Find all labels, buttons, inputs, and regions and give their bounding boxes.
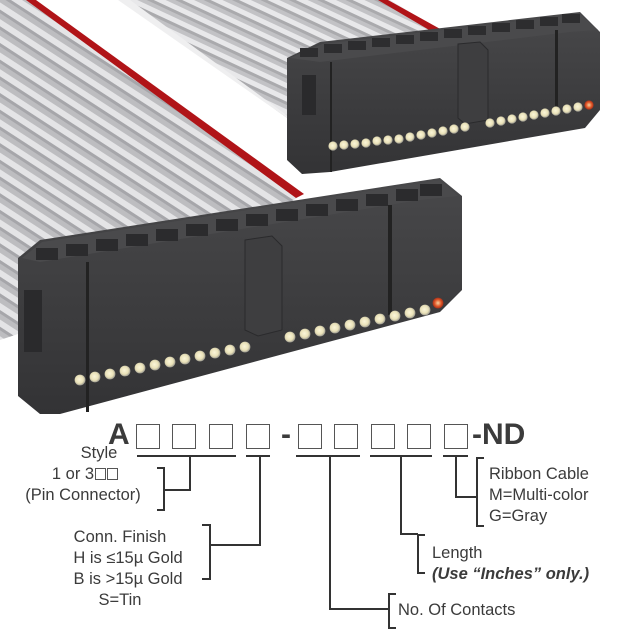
front-contacts bbox=[74, 297, 444, 386]
bracket-finish-bottom bbox=[202, 578, 210, 580]
pn-box-finish bbox=[246, 424, 270, 449]
bracket-contacts-bottom bbox=[388, 627, 396, 629]
bracket-style-top bbox=[157, 467, 165, 469]
leader-length-h bbox=[400, 533, 418, 535]
conn-finish-line3: S=Tin bbox=[98, 591, 142, 609]
style-title: Style bbox=[80, 444, 118, 462]
bracket-cable bbox=[476, 457, 478, 527]
back-contacts bbox=[328, 100, 594, 151]
leader-length bbox=[400, 456, 402, 535]
bracket-cable-top bbox=[476, 457, 484, 459]
underline-style bbox=[137, 455, 236, 457]
ribbon-cable-line1: M=Multi-color bbox=[489, 486, 589, 504]
leader-contacts bbox=[329, 456, 331, 610]
leader-style-h bbox=[165, 489, 191, 491]
part-number-suffix: -ND bbox=[472, 418, 526, 451]
length-label: Length (Use “Inches” only.) bbox=[432, 543, 589, 585]
pn-box-style-2 bbox=[172, 424, 196, 449]
bracket-contacts bbox=[388, 593, 390, 629]
bracket-style bbox=[163, 467, 165, 511]
style-line1: 1 or 3 bbox=[0, 464, 160, 485]
pn-box-contacts-2 bbox=[334, 424, 358, 449]
bracket-style-bottom bbox=[157, 509, 165, 511]
ribbon-cable-title: Ribbon Cable bbox=[489, 465, 589, 483]
ribbon-cable-label: Ribbon Cable M=Multi-color G=Gray bbox=[489, 464, 589, 527]
leader-cable bbox=[455, 456, 457, 498]
part-number-separator: - bbox=[281, 418, 291, 451]
style-line1-text: 1 or 3 bbox=[51, 465, 95, 483]
placeholder-box-icon bbox=[95, 468, 107, 480]
length-note: (Use “Inches” only.) bbox=[432, 565, 590, 583]
bracket-contacts-top bbox=[388, 593, 396, 595]
leader-finish-h bbox=[210, 544, 261, 546]
pn-box-length-1 bbox=[371, 424, 395, 449]
pn-box-contacts-1 bbox=[298, 424, 322, 449]
conn-finish-line1: H is ≤15µ Gold bbox=[73, 549, 183, 567]
bracket-length-top bbox=[417, 534, 425, 536]
pn-box-style-1 bbox=[136, 424, 160, 449]
pn-box-cable bbox=[444, 424, 468, 449]
leader-finish bbox=[259, 456, 261, 546]
pin1-marker bbox=[584, 100, 594, 110]
ribbon-cable-assembly-image bbox=[0, 0, 600, 414]
red-stripe bbox=[26, 0, 304, 198]
leader-cable-h bbox=[455, 496, 477, 498]
bracket-cable-bottom bbox=[476, 525, 484, 527]
front-connector bbox=[18, 178, 462, 414]
bracket-finish-top bbox=[202, 524, 210, 526]
underline-contacts bbox=[296, 455, 360, 457]
leader-contacts-h bbox=[329, 608, 389, 610]
conn-finish-title: Conn. Finish bbox=[73, 528, 167, 546]
style-line2: (Pin Connector) bbox=[25, 486, 141, 504]
contacts-label: No. Of Contacts bbox=[398, 601, 516, 619]
conn-finish-label: Conn. Finish H is ≤15µ Gold B is >15µ Go… bbox=[40, 527, 200, 611]
length-title: Length bbox=[432, 544, 483, 562]
bracket-finish bbox=[209, 524, 211, 580]
conn-finish-line2: B is >15µ Gold bbox=[73, 570, 183, 588]
style-label: Style 1 or 3 (Pin Connector) bbox=[0, 443, 160, 506]
back-connector bbox=[287, 12, 600, 174]
placeholder-box-icon bbox=[107, 468, 119, 480]
leader-style bbox=[189, 456, 191, 490]
part-number-prefix: A bbox=[108, 418, 130, 451]
bracket-length bbox=[417, 534, 419, 574]
pn-box-length-2 bbox=[407, 424, 431, 449]
pn-box-style-3 bbox=[209, 424, 233, 449]
bracket-length-bottom bbox=[417, 572, 425, 574]
ribbon-cable-line2: G=Gray bbox=[489, 507, 548, 525]
underline-finish bbox=[246, 455, 270, 457]
pin1-marker bbox=[432, 297, 444, 309]
